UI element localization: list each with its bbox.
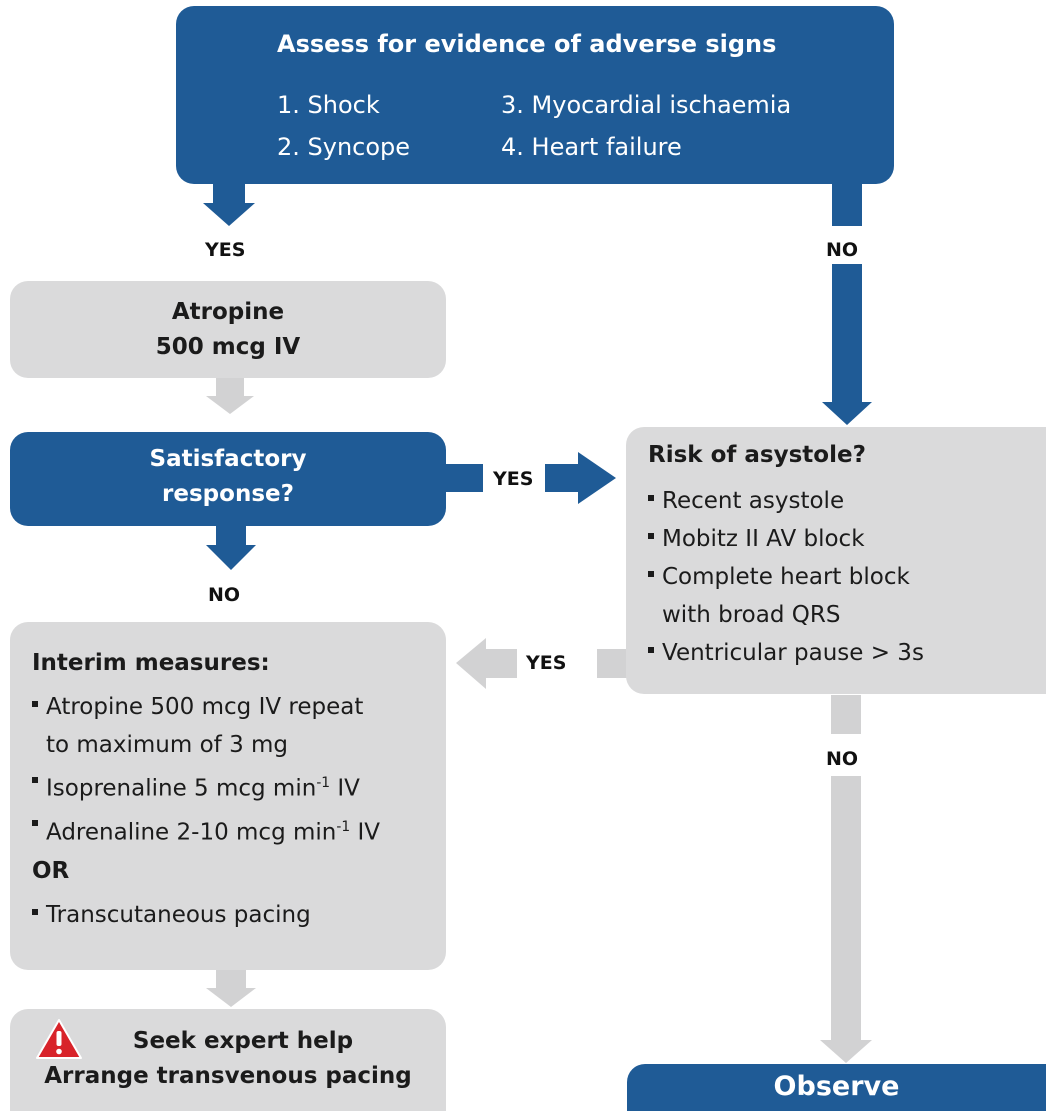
isoprenaline-route: IV xyxy=(330,775,360,802)
interim-item-isoprenaline: Isoprenaline 5 mcg min-1 IV xyxy=(32,764,442,808)
satisfactory-box: Satisfactory response? xyxy=(10,432,446,526)
arrow-assess-yes xyxy=(203,182,255,226)
arrow-interim-expert xyxy=(206,970,256,1007)
isoprenaline-sup: -1 xyxy=(316,775,331,791)
label-yes-satisfactory: YES xyxy=(493,468,534,490)
observe-label: Observe xyxy=(773,1071,900,1102)
atropine-box: Atropine 500 mcg IV xyxy=(10,281,446,378)
observe-box: Observe xyxy=(627,1064,1046,1111)
expert-box: Seek expert help Arrange transvenous pac… xyxy=(10,1009,446,1111)
interim-item-atropine-cont: to maximum of 3 mg xyxy=(46,732,289,758)
risk-title: Risk of asystole? xyxy=(648,442,866,468)
arrow-no-to-risk xyxy=(822,264,872,425)
risk-box: Risk of asystole? Recent asystole Mobitz… xyxy=(626,427,1046,694)
atropine-dose: 500 mcg IV xyxy=(155,334,301,360)
warning-triangle-icon xyxy=(36,1019,82,1059)
interim-box: Interim measures: Atropine 500 mcg IV re… xyxy=(10,622,446,970)
interim-or: OR xyxy=(32,858,70,884)
risk-item-ventricular-pause: Ventricular pause > 3s xyxy=(648,634,924,672)
label-no-satisfactory: NO xyxy=(208,584,241,606)
interim-item-adrenaline: Adrenaline 2-10 mcg min-1 IV xyxy=(32,808,442,852)
arrow-risk-no-stem xyxy=(831,695,861,734)
adrenaline-sup: -1 xyxy=(336,818,351,835)
atropine-name: Atropine xyxy=(171,299,285,325)
arrow-satisfactory-no xyxy=(206,526,256,570)
interim-list: Atropine 500 mcg IV repeat to maximum of… xyxy=(32,688,442,851)
risk-item-broad-qrs: with broad QRS xyxy=(662,602,841,628)
interim-list-2: Transcutaneous pacing xyxy=(32,896,311,934)
assess-item-syncope: 2. Syncope xyxy=(277,133,411,161)
expert-line2: Arrange transvenous pacing xyxy=(44,1063,412,1089)
interim-title: Interim measures: xyxy=(32,650,270,676)
label-no-risk: NO xyxy=(826,748,859,770)
isoprenaline-text: Isoprenaline 5 mcg min xyxy=(46,775,317,802)
interim-item-atropine: Atropine 500 mcg IV repeat xyxy=(32,688,442,726)
risk-item-complete-block-cont: with broad QRS xyxy=(648,596,924,634)
risk-item-mobitz: Mobitz II AV block xyxy=(648,520,924,558)
arrow-satisfactory-yes xyxy=(445,464,483,492)
label-yes-assess: YES xyxy=(205,239,246,261)
interim-item-pacing: Transcutaneous pacing xyxy=(32,896,311,934)
arrow-atropine-satisfactory xyxy=(206,378,254,414)
assess-item-ischaemia: 3. Myocardial ischaemia xyxy=(501,91,792,119)
assess-title: Assess for evidence of adverse signs xyxy=(277,30,777,58)
label-no-assess: NO xyxy=(826,239,859,261)
arrow-yes-to-interim xyxy=(456,638,517,689)
adrenaline-route: IV xyxy=(350,819,380,846)
assess-box: Assess for evidence of adverse signs 1. … xyxy=(176,6,894,184)
expert-line1: Seek expert help xyxy=(132,1028,354,1054)
satisfactory-line2: response? xyxy=(162,481,294,507)
assess-item-shock: 1. Shock xyxy=(277,91,380,119)
arrow-risk-yes xyxy=(597,649,628,678)
risk-list: Recent asystole Mobitz II AV block Compl… xyxy=(648,482,924,672)
arrow-no-to-observe xyxy=(820,760,872,1063)
adrenaline-text: Adrenaline 2-10 mcg min xyxy=(46,819,337,846)
assess-item-heart-failure: 4. Heart failure xyxy=(501,133,682,161)
risk-item-recent-asystole: Recent asystole xyxy=(648,482,924,520)
arrow-yes-to-risk xyxy=(545,452,616,504)
arrow-assess-no xyxy=(832,182,862,226)
satisfactory-line1: Satisfactory xyxy=(149,446,307,472)
label-yes-risk: YES xyxy=(526,652,567,674)
risk-item-complete-block: Complete heart block xyxy=(648,558,924,596)
